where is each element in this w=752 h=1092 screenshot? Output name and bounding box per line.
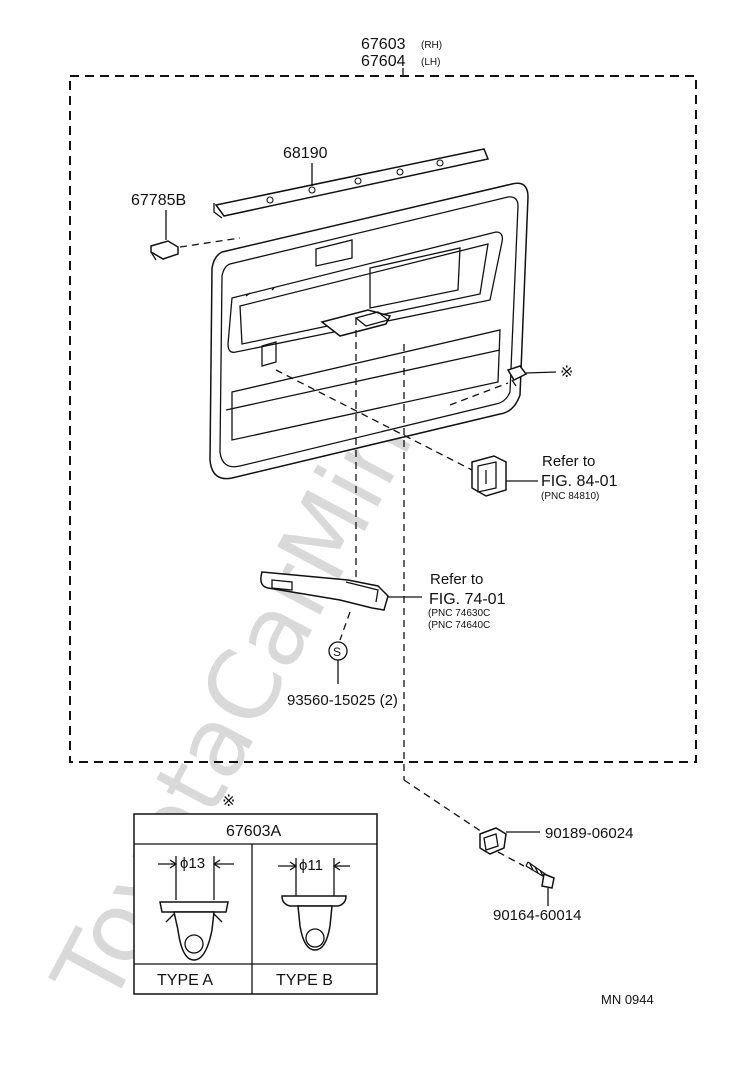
part-number-rh: 67603 bbox=[361, 36, 406, 53]
clip-leader bbox=[525, 371, 557, 374]
armrest-part bbox=[260, 571, 389, 611]
clip-mark: ※ bbox=[560, 364, 573, 381]
screw-marker: S bbox=[333, 645, 341, 659]
assembly-label: 67603 (RH) 67604 (LH) bbox=[361, 36, 442, 70]
bracket-number: 67785B bbox=[131, 192, 186, 209]
type-b-clip bbox=[278, 858, 350, 951]
detail-title: 67603A bbox=[226, 823, 281, 840]
screw-number: 90164-60014 bbox=[493, 907, 581, 924]
armrest-ref-line4: (PNC 74640C bbox=[428, 620, 490, 631]
screw-dash bbox=[339, 611, 351, 641]
type-a-clip bbox=[158, 856, 234, 961]
part-number-lh: 67604 bbox=[361, 53, 406, 70]
weatherstrip-number: 68190 bbox=[283, 145, 328, 162]
type-b-dim: ϕ11 bbox=[299, 857, 323, 874]
tapping-screw-part bbox=[525, 861, 555, 889]
detail-mark: ※ bbox=[222, 793, 235, 810]
lh-tag: (LH) bbox=[421, 57, 440, 68]
rh-tag: (RH) bbox=[421, 40, 442, 51]
clip-dash-lower bbox=[403, 779, 483, 833]
switch-ref-line3: (PNC 84810) bbox=[541, 491, 599, 502]
clip-dash bbox=[449, 382, 509, 406]
retainer-number: 90189-06024 bbox=[545, 825, 633, 842]
armrest-ref-line3: (PNC 74630C bbox=[428, 608, 490, 619]
switch-ref-line1: Refer to bbox=[542, 453, 595, 470]
armrest-ref-line2: FIG. 74-01 bbox=[429, 591, 506, 608]
retainer-clip-part bbox=[479, 827, 507, 855]
type-b-label: TYPE B bbox=[276, 972, 333, 989]
weatherstrip-part bbox=[213, 148, 490, 219]
type-a-label: TYPE A bbox=[157, 972, 213, 989]
type-a-dim: ϕ13 bbox=[180, 855, 205, 872]
door-trim-board bbox=[209, 182, 529, 480]
bracket-part bbox=[150, 240, 179, 261]
switch-dash bbox=[275, 369, 473, 471]
switch-ref-line2: FIG. 84-01 bbox=[541, 473, 618, 490]
armrest-screw-number: 93560-15025 (2) bbox=[287, 692, 398, 709]
bracket-dash bbox=[179, 237, 241, 248]
clip-part bbox=[506, 365, 528, 387]
assembly-frame bbox=[69, 68, 697, 763]
screw-dash-lower bbox=[497, 851, 525, 867]
armrest-ref-line1: Refer to bbox=[430, 571, 483, 588]
window-switch-part bbox=[471, 455, 507, 497]
diagram-code: MN 0944 bbox=[601, 992, 654, 1007]
